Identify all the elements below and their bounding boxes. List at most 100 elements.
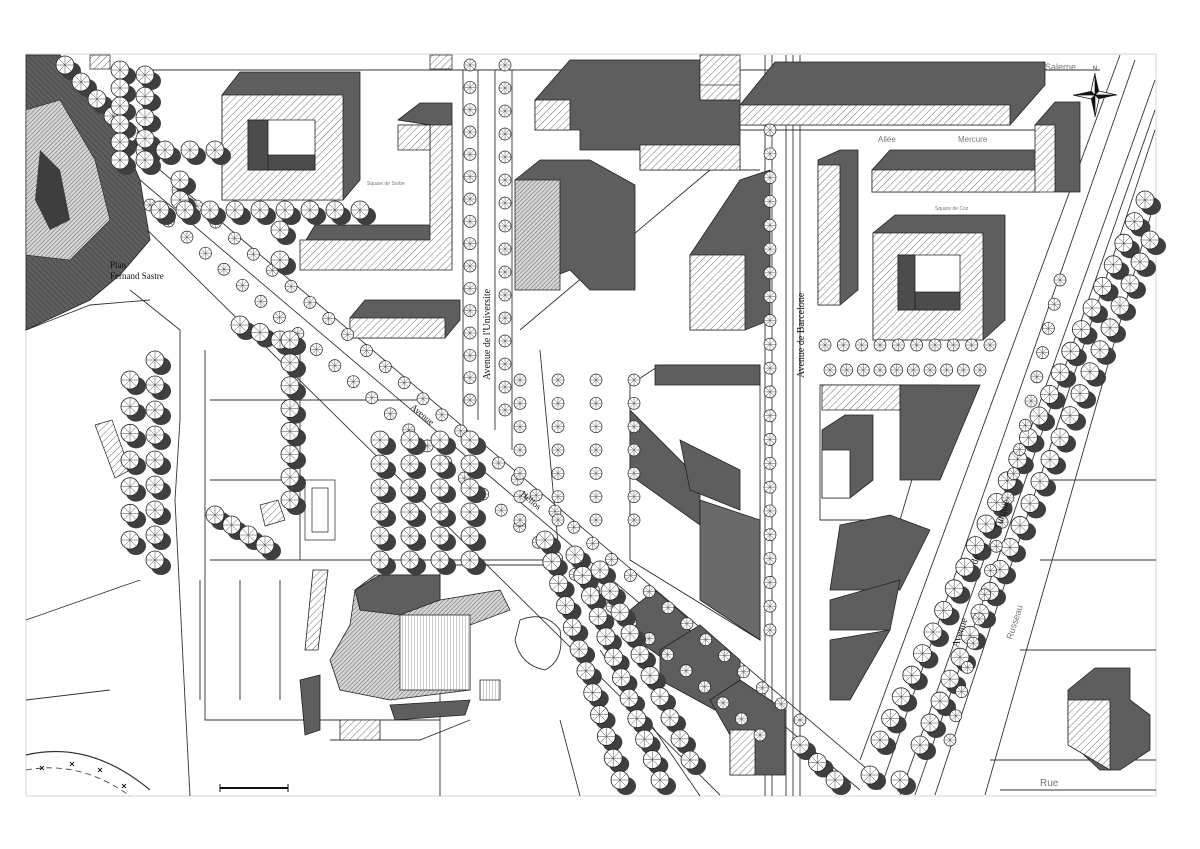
street-label-mercure: Mercure (958, 135, 988, 144)
tree-icon (1007, 467, 1021, 481)
tree-icon (430, 478, 457, 504)
tree-icon (627, 490, 641, 504)
tree-icon (603, 748, 630, 774)
tree-icon (217, 262, 231, 276)
tree-icon (619, 688, 646, 714)
tree-icon (1047, 297, 1061, 311)
tree-icon (870, 730, 897, 756)
tree-icon (718, 649, 731, 663)
tree-icon (589, 443, 603, 457)
tree-icon (1036, 346, 1049, 359)
tree-icon (589, 396, 603, 410)
tree-icon (589, 490, 603, 504)
street-label-salerne: Salerne (1045, 62, 1076, 72)
tree-icon (763, 599, 777, 613)
tree-icon (370, 478, 397, 504)
tree-icon (562, 617, 589, 643)
tree-icon (763, 123, 777, 137)
building-central-tower-right (817, 149, 859, 306)
tree-icon (416, 392, 430, 406)
tree-icon (551, 443, 565, 457)
building-central-tower-left (689, 169, 771, 331)
tree-icon (551, 490, 565, 504)
tree-icon (280, 422, 307, 447)
tree-icon (1070, 384, 1097, 410)
tree-icon (589, 373, 603, 387)
tree-icon (1080, 362, 1107, 388)
tree-icon (430, 454, 457, 480)
railway-marks (39, 761, 127, 789)
tree-icon (250, 200, 277, 226)
tree-icon (280, 467, 307, 493)
building-courtyard-block-2 (872, 214, 1006, 341)
north-letter: N (1093, 66, 1097, 72)
tree-icon (660, 708, 687, 734)
tree-icon (1000, 537, 1027, 563)
tree-icon (463, 259, 477, 273)
tree-icon (590, 705, 616, 730)
tree-icon (498, 104, 512, 118)
tree-icon (180, 230, 194, 244)
tree-icon (1120, 274, 1147, 300)
tree-icon (551, 373, 565, 387)
tree-icon (303, 296, 317, 309)
tree-icon (513, 466, 527, 480)
tree-icon (145, 375, 172, 401)
tree-icon (611, 668, 638, 694)
building-right-lower-blocks (821, 384, 981, 701)
tree-icon (650, 687, 677, 713)
tree-icon (498, 242, 512, 256)
tree-icon (498, 265, 512, 279)
tree-icon (583, 683, 610, 709)
tree-icon (763, 314, 777, 327)
tree-icon (763, 218, 777, 232)
street-label-allee: Allée (878, 135, 896, 144)
tree-icon (430, 430, 457, 456)
tree-icon (120, 477, 147, 503)
street-label-avenue-barcelone: Avenue de Barcelone (796, 292, 807, 378)
tree-icon (280, 376, 307, 402)
tree-icon (498, 403, 512, 417)
tree-icon (280, 490, 307, 516)
tree-icon (855, 338, 869, 352)
tree-icon (680, 617, 694, 630)
tree-icon (463, 147, 477, 161)
tree-icon (763, 361, 777, 375)
tree-icon (145, 425, 172, 451)
tree-icon (1110, 296, 1137, 322)
tree-icon (605, 553, 618, 566)
tree-icon (763, 195, 777, 208)
tree-icon (716, 696, 730, 710)
tree-icon (763, 480, 777, 494)
tree-icon (120, 370, 147, 396)
tree-icon (763, 576, 777, 589)
tree-icon (460, 502, 487, 528)
tree-icon (881, 709, 907, 734)
tree-icon (400, 478, 427, 504)
tree-icon (956, 363, 970, 377)
tree-icon (551, 513, 565, 527)
tree-icon (346, 375, 360, 389)
tree-icon (145, 475, 172, 501)
tree-icon (280, 353, 307, 379)
tree-icon (1040, 384, 1066, 410)
square-label-left: Square de Sorbe (367, 181, 405, 187)
tree-icon (890, 363, 904, 377)
tree-icon (902, 665, 929, 691)
tree-icon (763, 433, 777, 446)
tree-icon (627, 709, 654, 735)
tree-icon (513, 396, 527, 410)
tree-icon (793, 713, 807, 727)
tree-icon (430, 502, 457, 528)
tree-icon (825, 770, 852, 796)
tree-icon (989, 539, 1003, 553)
tree-icon (400, 454, 427, 480)
tree-icon (498, 58, 512, 72)
tree-icon (463, 393, 477, 407)
tree-icon (365, 391, 379, 405)
tree-icon (200, 200, 227, 226)
tree-icon (542, 552, 569, 578)
tree-icon (753, 728, 767, 742)
tree-icon (763, 504, 777, 518)
tree-icon (589, 420, 603, 434)
